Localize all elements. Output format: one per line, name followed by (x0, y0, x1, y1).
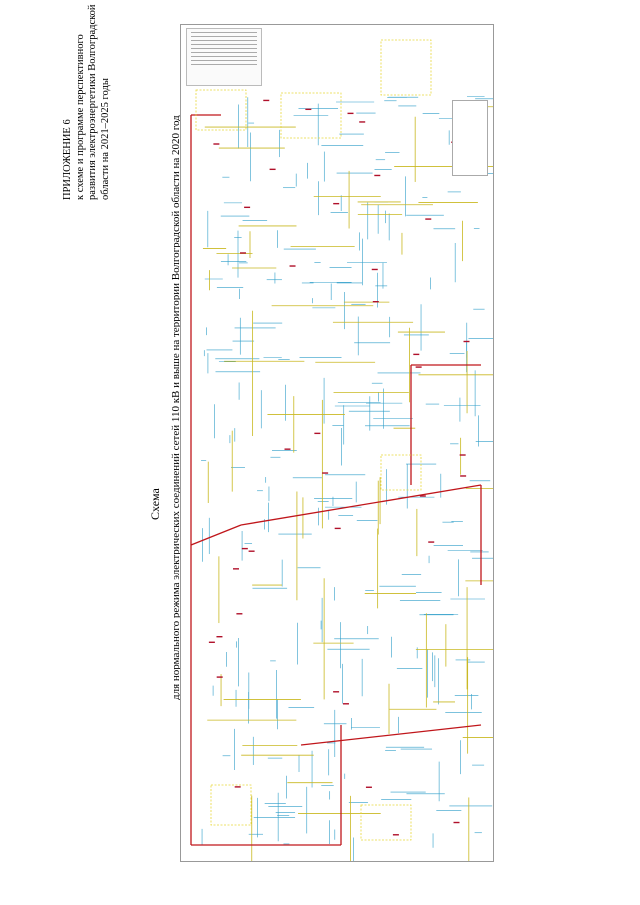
line-500kv (240, 484, 482, 526)
appendix-line-3: развития электроэнергетики Волгоградской (87, 4, 98, 200)
schema-title: Схема (148, 488, 162, 520)
appendix-line-2: к схеме и программе перспективного (74, 34, 86, 200)
appendix-note: ПРИЛОЖЕНИЕ 6 к схеме и программе перспек… (62, 4, 112, 200)
line-500kv (190, 524, 242, 546)
network-schematic (190, 39, 493, 861)
substation-group (380, 39, 432, 96)
schematic-sheet (180, 24, 494, 862)
appendix-line-4: области на 2021–2025 годы (99, 78, 111, 200)
substation-group (210, 784, 252, 826)
substation-group (195, 89, 247, 131)
line-500kv (300, 724, 482, 746)
substation-group (280, 92, 342, 139)
title-block (452, 100, 488, 176)
appendix-line-1: ПРИЛОЖЕНИЕ 6 (62, 119, 73, 200)
substation-group (380, 454, 422, 491)
substation-group (360, 804, 412, 841)
legend-box (186, 28, 262, 86)
